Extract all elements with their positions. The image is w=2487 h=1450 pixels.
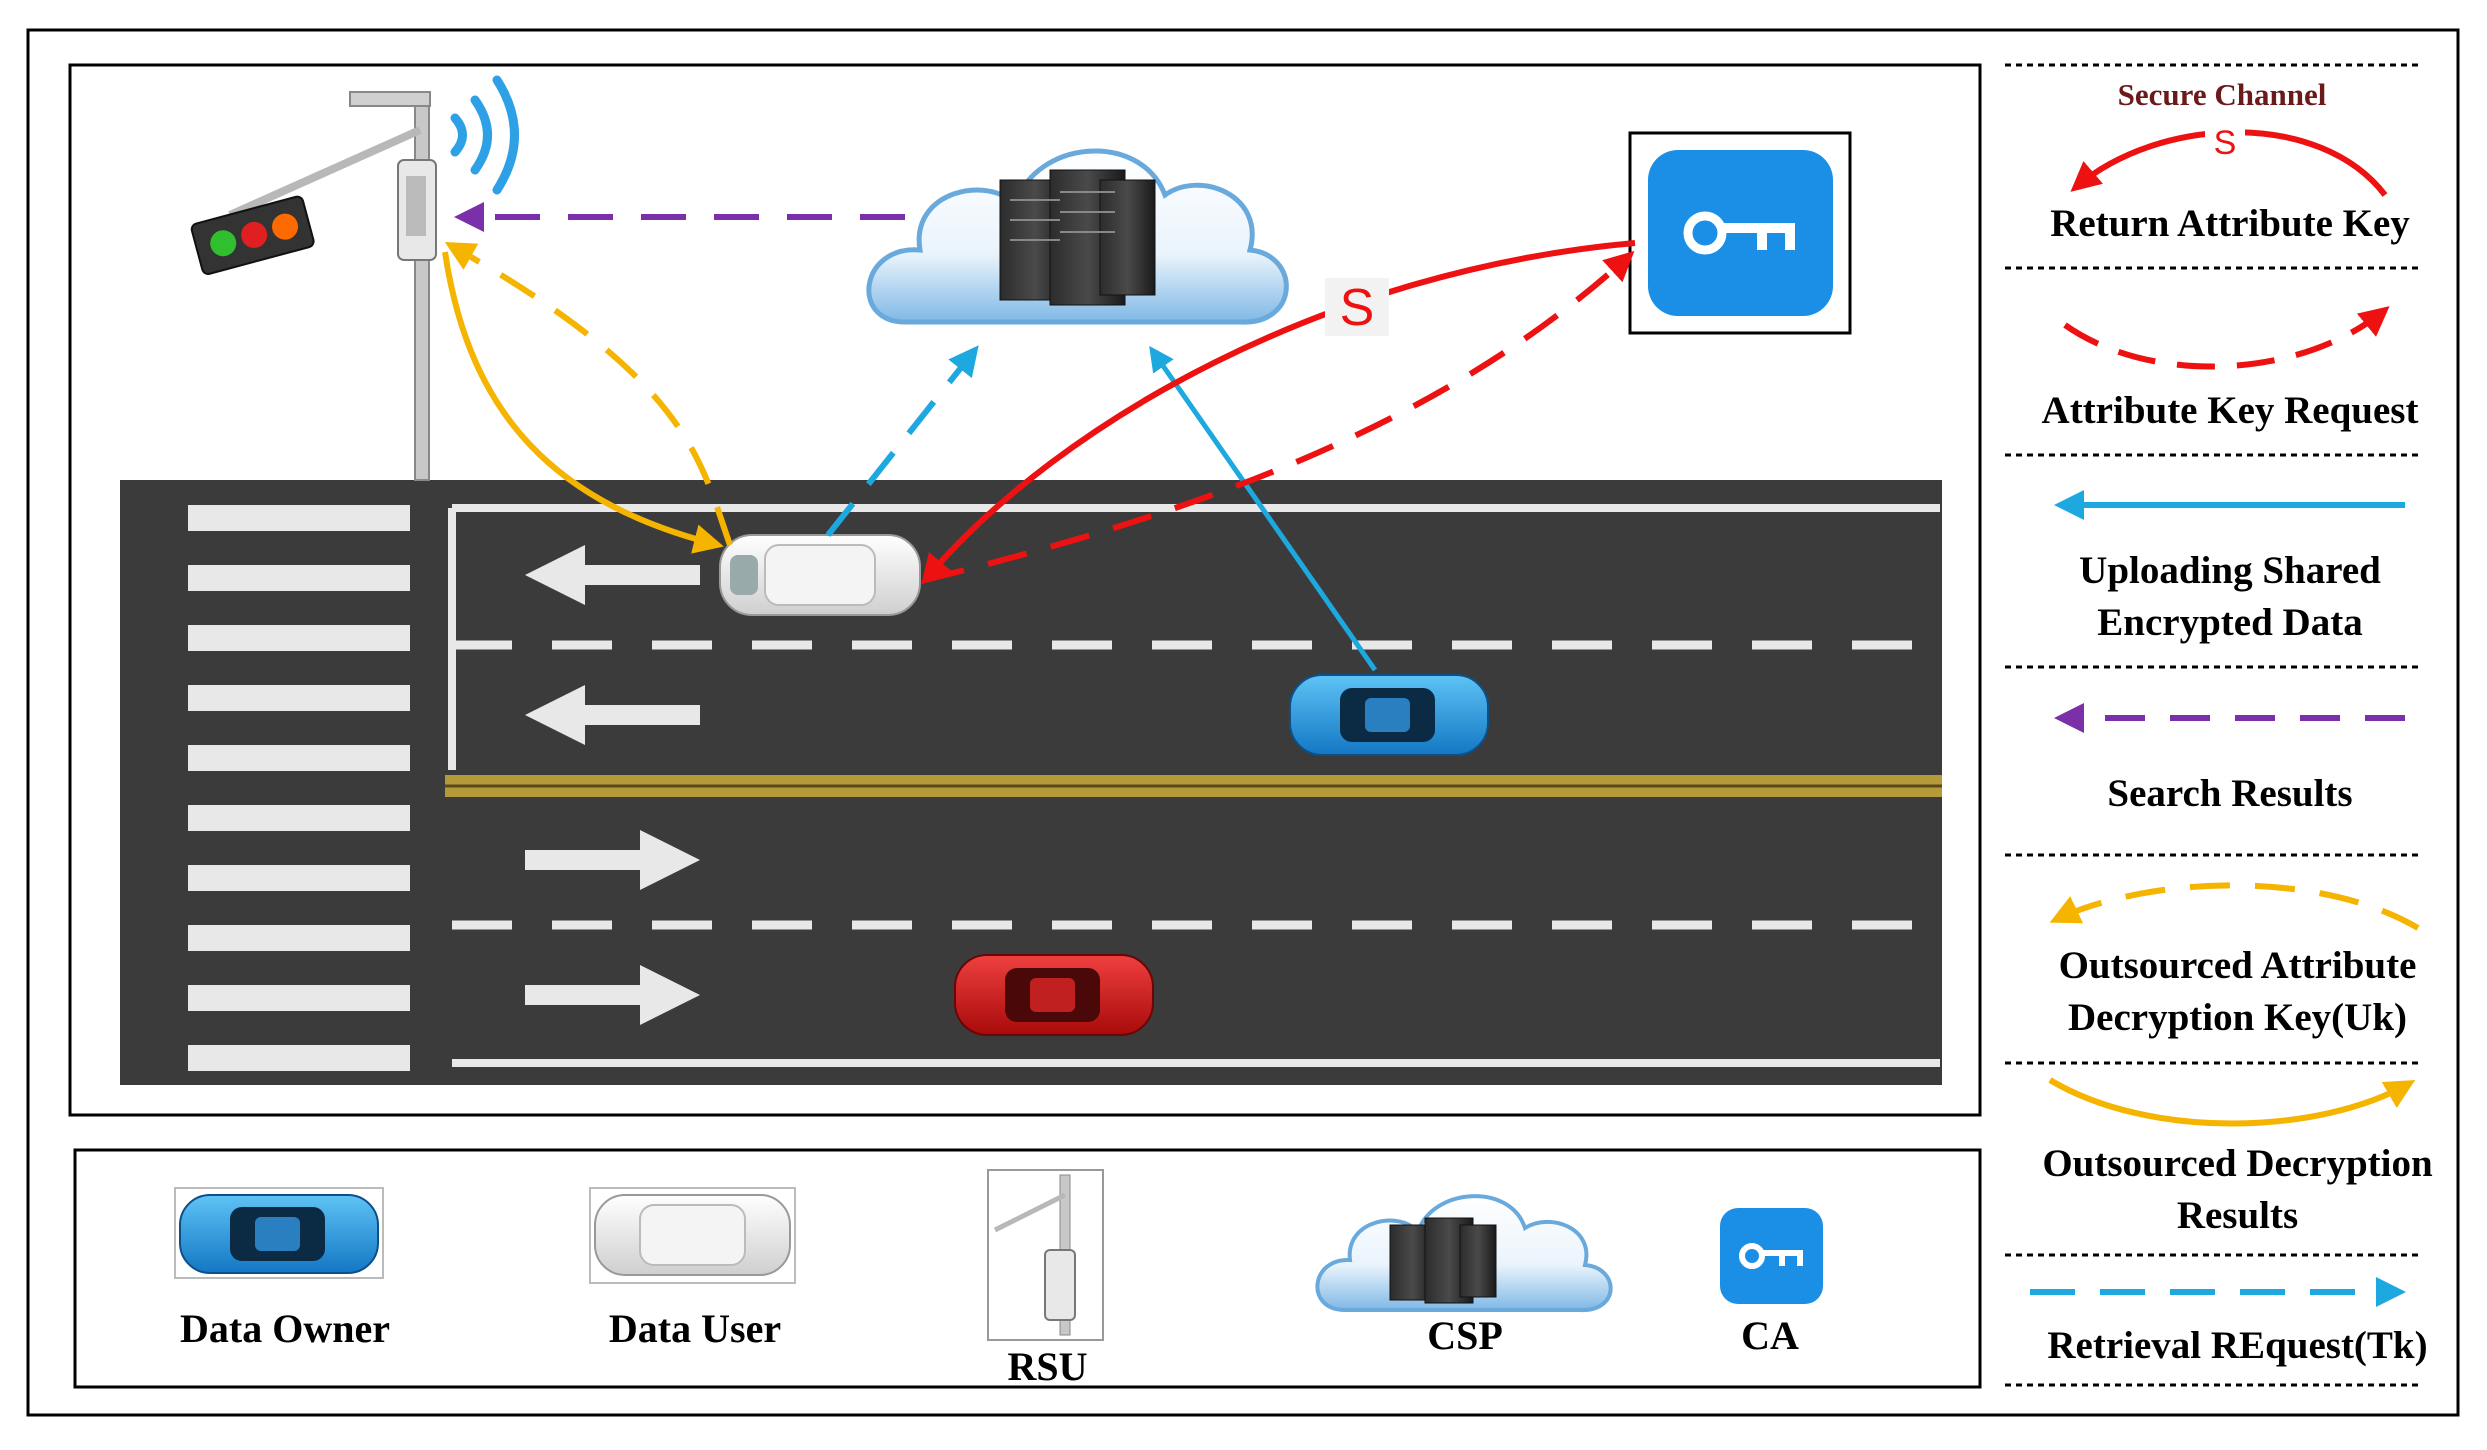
- legend-rsu-icon: [987, 1169, 1104, 1341]
- legend-secure-mark-bg: [2205, 122, 2245, 160]
- legend-key-request-sample: [2063, 306, 2390, 370]
- legend-secure-mark: S: [2214, 124, 2237, 162]
- legend-separators: [2005, 63, 2420, 1387]
- legend-label-decryption-results-line2: Results: [2176, 1194, 2299, 1237]
- road: [120, 480, 1942, 1085]
- legend-label-uploading-line2: Encrypted Data: [2097, 601, 2363, 644]
- legend-label-attribute-key-request: Attribute Key Request: [2041, 389, 2419, 432]
- legend-label-outsourced-key-line1: Outsourced Attribute: [2058, 944, 2417, 987]
- data-user-car: [719, 534, 921, 616]
- legend-data-user-icon: [589, 1187, 796, 1284]
- legend-csp-icon: [1315, 1194, 1613, 1313]
- outsourced-key-arrow: [444, 242, 733, 546]
- scene-secure-mark-bg: [1325, 278, 1389, 336]
- legend-samples: [2030, 129, 2420, 1307]
- crosswalk: [188, 505, 410, 1071]
- legend-decryption-results-sample: [2048, 1077, 2416, 1127]
- legend-label-outsourced-key-line2: Decryption Key(Uk): [2067, 996, 2408, 1039]
- legend-outsourced-key-sample: [2049, 882, 2420, 931]
- legend-label-uploading-line1: Uploading Shared: [2079, 549, 2381, 592]
- legend-ca-icon: [1720, 1208, 1823, 1304]
- csp-cloud: [866, 148, 1289, 325]
- legend-data-owner-icon: [174, 1187, 384, 1279]
- secure-channel-label: Secure Channel: [2118, 77, 2327, 112]
- data-user-label: Data User: [608, 1306, 782, 1351]
- legend-label-search-results: Search Results: [2107, 772, 2353, 815]
- lane-arrows: [525, 545, 700, 1025]
- ca-box: [1628, 131, 1852, 335]
- component-frame: [73, 1148, 1982, 1389]
- legend-label-decryption-results-line1: Outsourced Decryption: [2042, 1142, 2433, 1185]
- data-owner-car: [1289, 674, 1489, 756]
- wifi-icon: [450, 75, 519, 195]
- legend-label-return-attribute-key: Return Attribute Key: [2050, 202, 2410, 245]
- outsourced-decryption-results-arrow: [442, 251, 724, 554]
- rsu-pole: [190, 75, 519, 481]
- upload-data-arrow: [1149, 345, 1378, 672]
- rsu-label: RSU: [1007, 1344, 1088, 1389]
- scene-secure-mark: S: [1340, 279, 1375, 337]
- outer-frame: [26, 28, 2460, 1417]
- other-vehicle-car: [954, 954, 1154, 1036]
- attribute-key-request-arrow: [924, 250, 1635, 583]
- legend-label-retrieval-request: Retrieval REquest(Tk): [2047, 1324, 2428, 1367]
- scene-frame: [68, 63, 1982, 1117]
- scene-arrows: [442, 202, 1636, 672]
- ca-label: CA: [1741, 1313, 1799, 1358]
- data-owner-label: Data Owner: [180, 1306, 390, 1351]
- retrieval-request-arrow: [825, 345, 979, 537]
- csp-label: CSP: [1427, 1313, 1503, 1358]
- return-attribute-key-arrow: [921, 240, 1636, 585]
